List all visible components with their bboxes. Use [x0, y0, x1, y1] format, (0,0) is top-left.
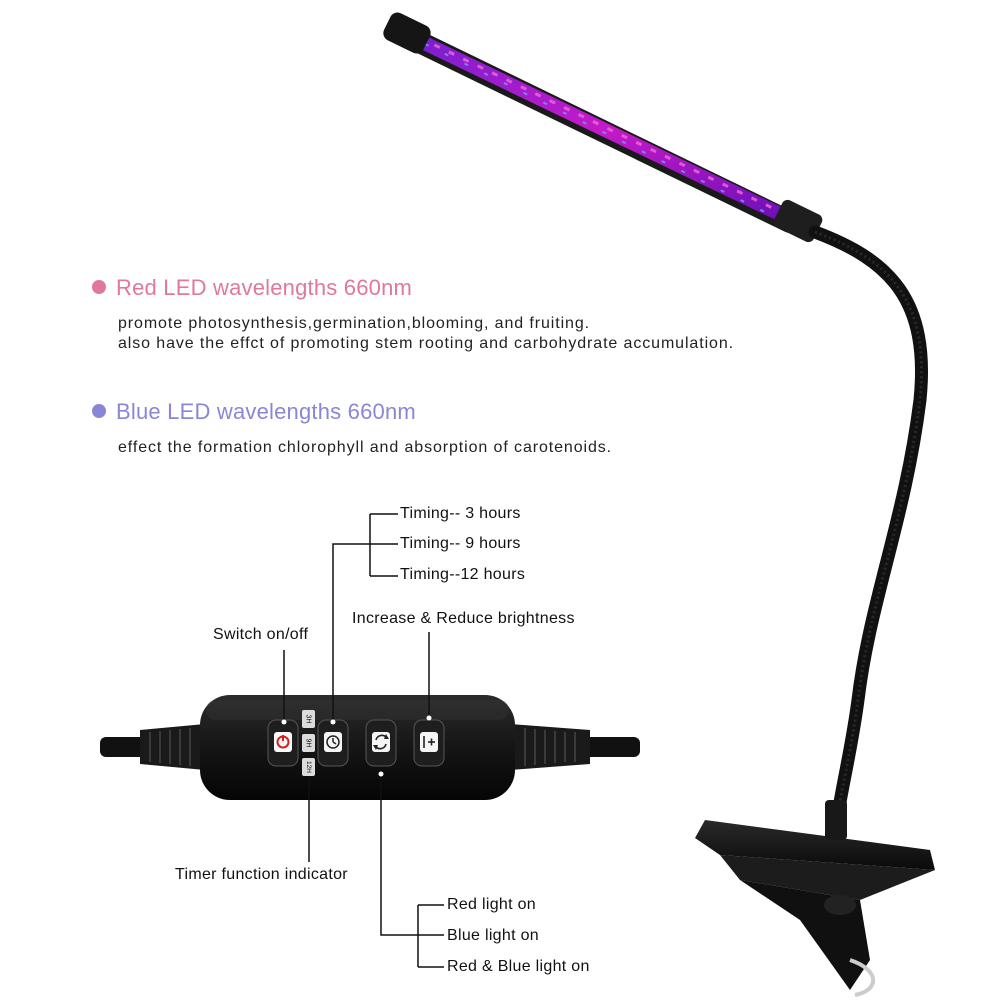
blue-bullet-icon: [92, 404, 106, 418]
red-led-heading: Red LED wavelengths 660nm: [92, 275, 412, 301]
red-bullet-icon: [92, 280, 106, 294]
switch-label: Switch on/off: [213, 626, 309, 643]
timer-indicator-3h: 3H: [302, 710, 315, 728]
plus-minus-icon: [420, 732, 438, 752]
controller-body: [200, 695, 515, 800]
red-blue-light-on-label: Red & Blue light on: [447, 958, 590, 975]
blue-led-heading: Blue LED wavelengths 660nm: [92, 399, 416, 425]
svg-text:9H: 9H: [305, 739, 312, 748]
red-light-on-label: Red light on: [447, 896, 536, 913]
cycle-icon: [372, 732, 390, 752]
brightness-button[interactable]: [413, 719, 445, 767]
svg-text:12H: 12H: [305, 761, 312, 773]
color-mode-button[interactable]: [365, 719, 397, 767]
blue-light-on-label: Blue light on: [447, 927, 539, 944]
timer-indicator-label: Timer function indicator: [175, 866, 348, 883]
led-tube: [383, 12, 823, 243]
clamp: [695, 800, 935, 997]
red-led-description-2: also have the effct of promoting stem ro…: [118, 335, 734, 352]
blue-led-description: effect the formation chlorophyll and abs…: [118, 439, 613, 456]
power-icon: [274, 732, 292, 752]
red-led-description-1: promote photosynthesis,germination,bloom…: [118, 315, 590, 332]
timing-9h-label: Timing-- 9 hours: [400, 535, 521, 552]
svg-text:3H: 3H: [305, 715, 312, 724]
timer-icon: [324, 732, 342, 752]
power-button[interactable]: [267, 719, 299, 767]
brightness-label: Increase & Reduce brightness: [352, 610, 575, 627]
timer-indicator-12h: 12H: [302, 758, 315, 776]
red-led-heading-text: Red LED wavelengths 660nm: [116, 275, 413, 300]
timer-indicator-9h: 9H: [302, 734, 315, 752]
leader-lines: [281, 513, 444, 968]
timing-12h-label: Timing--12 hours: [400, 566, 526, 583]
timing-3h-label: Timing-- 3 hours: [400, 505, 521, 522]
gooseneck-arm: [808, 225, 928, 847]
blue-led-heading-text: Blue LED wavelengths 660nm: [116, 399, 416, 424]
timer-button[interactable]: [317, 719, 349, 767]
controller-cable: [100, 724, 640, 770]
